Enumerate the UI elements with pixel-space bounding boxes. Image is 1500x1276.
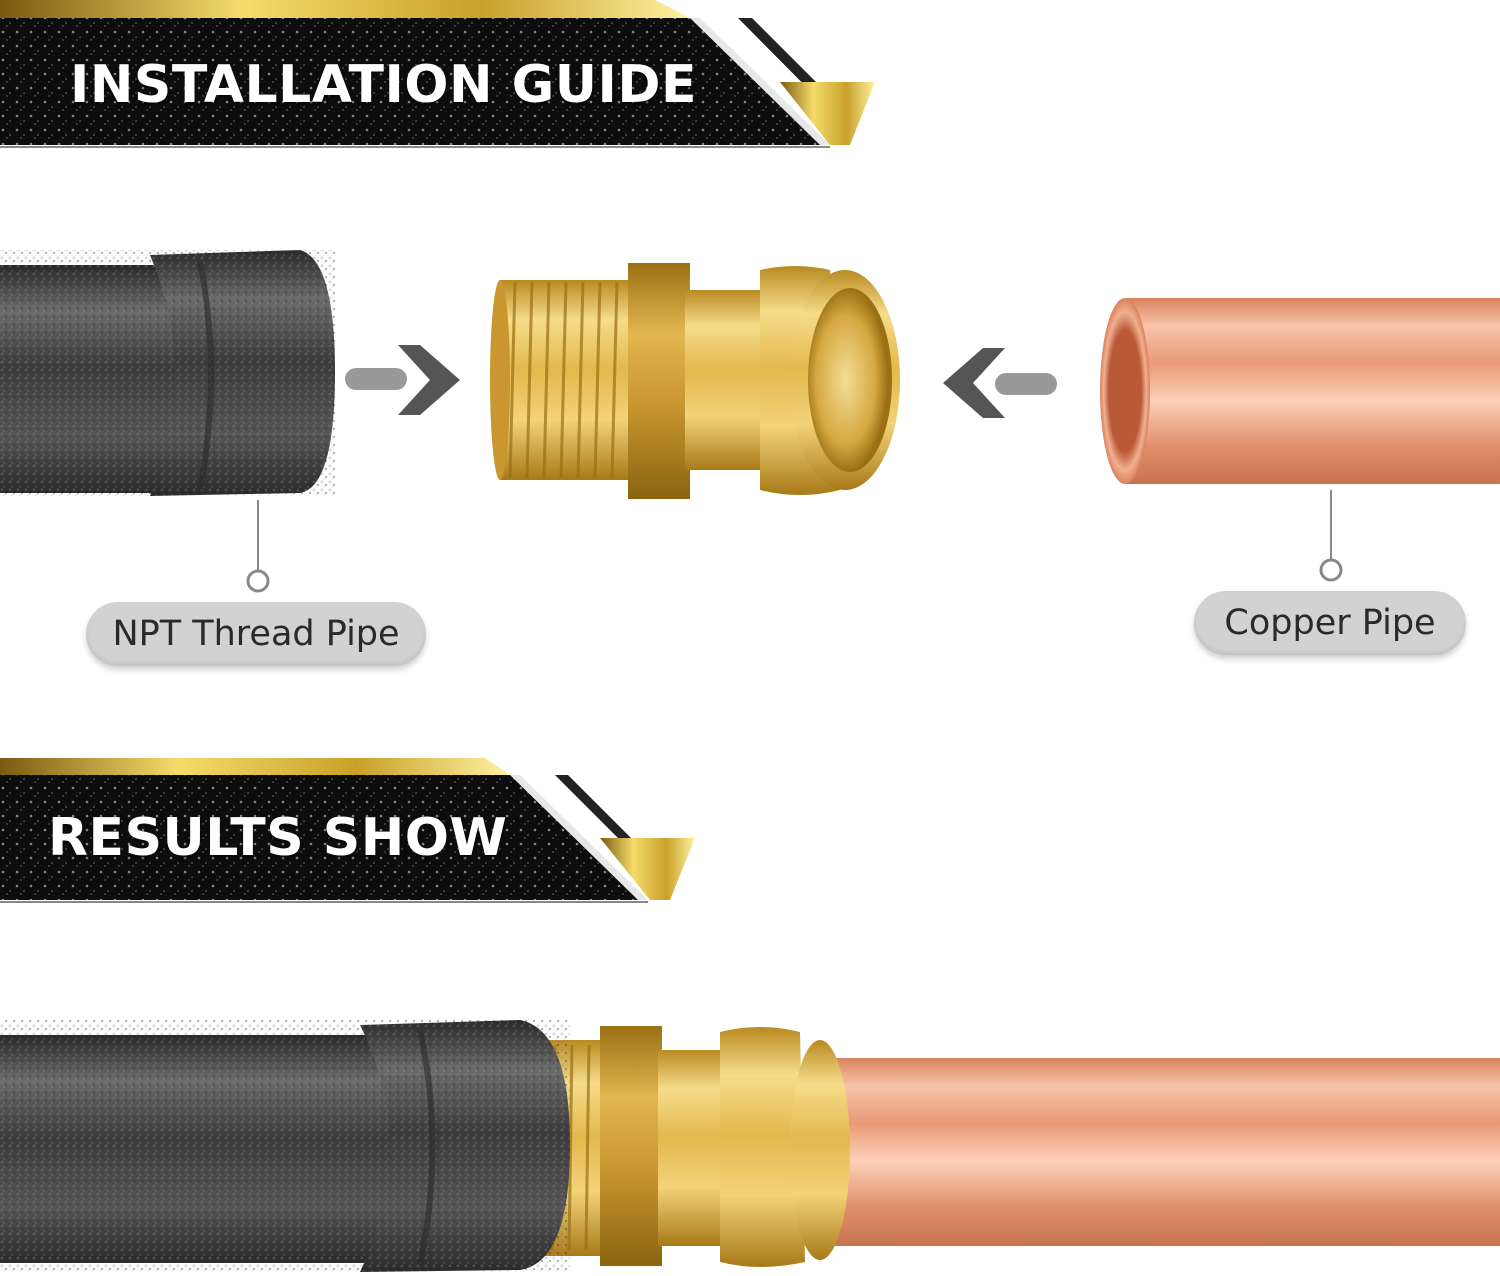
npt-thread-pipe-text: NPT Thread Pipe: [112, 614, 400, 654]
arrow-right-icon: [345, 345, 460, 415]
copper-pipe-text: Copper Pipe: [1224, 603, 1436, 643]
installation-banner: [0, 0, 875, 148]
npt-thread-pipe-label: NPT Thread Pipe: [86, 602, 426, 666]
results-show-title: RESULTS SHOW: [48, 808, 508, 868]
copper-pipe-label: Copper Pipe: [1194, 591, 1466, 655]
npt-thread-pipe-image: [0, 250, 335, 496]
arrow-left-icon: [943, 348, 1057, 418]
copper-pipe-image: [1100, 298, 1500, 484]
brass-fitting-image: [490, 263, 900, 499]
results-banner: [0, 758, 695, 903]
copper-leader: [1319, 490, 1343, 582]
npt-leader: [246, 500, 270, 593]
installation-guide-title: INSTALLATION GUIDE: [70, 55, 698, 115]
assembled-result-image: [0, 1020, 1500, 1272]
